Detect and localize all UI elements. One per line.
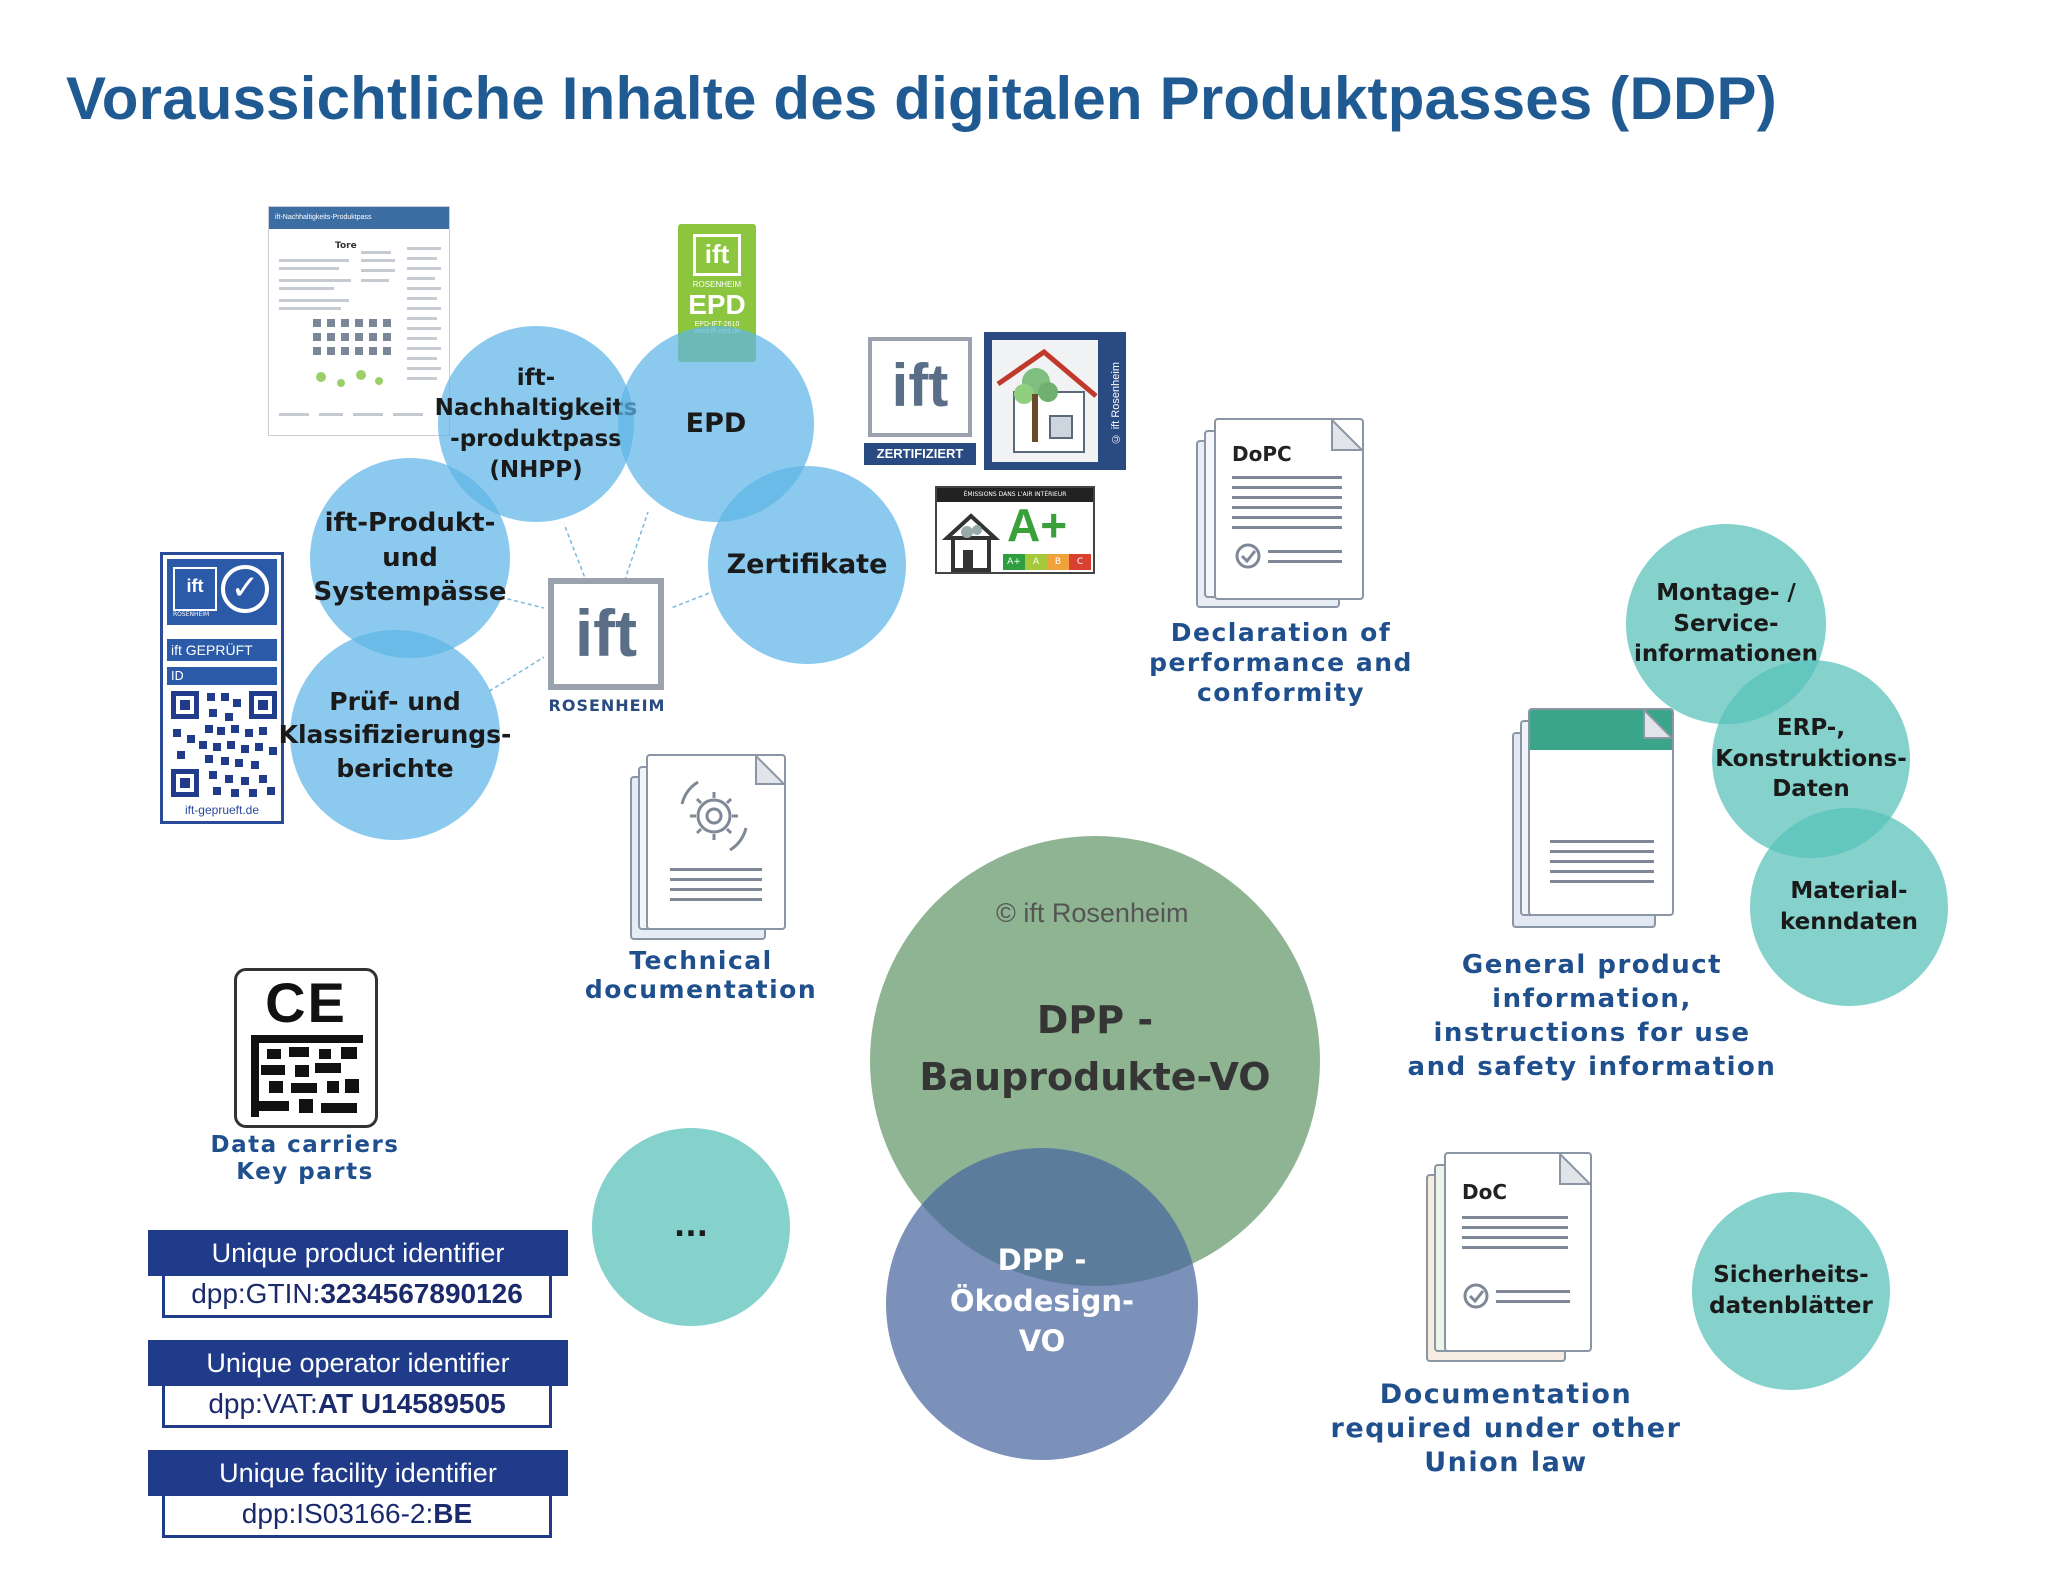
- page-title: Voraussichtliche Inhalte des digitalen P…: [66, 65, 1777, 132]
- technical-documentation-page: [646, 754, 786, 930]
- connector-zertifikate: [665, 591, 713, 611]
- doc-label: DoC: [1462, 1180, 1508, 1204]
- ce-mark: CE: [265, 971, 347, 1034]
- product-identifier-header: Unique product identifier: [148, 1230, 568, 1276]
- technical-documentation-icon: [630, 752, 786, 940]
- dopc-label: DoPC: [1232, 442, 1292, 466]
- product-identifier-box: dpp:GTIN:3234567890126 Unique product id…: [148, 1230, 568, 1330]
- general-product-information-icon: [1512, 706, 1674, 930]
- product-identifier-value: dpp:GTIN:3234567890126: [162, 1270, 552, 1318]
- emissions-scale-a-plus: A+: [1003, 554, 1025, 570]
- emissions-house-icon: [941, 513, 1001, 572]
- ift-geprueft-badge: ift ROSENHEIM ✓ ift GEPRÜFT ID ift-gepru…: [160, 552, 284, 824]
- circle-dpp-bauprodukte-label: DPP - Bauprodukte-VO: [919, 998, 1271, 1099]
- circle-dpp-oekodesign-label: DPP - Ökodesign- VO: [949, 1243, 1135, 1359]
- doc-document-icon: DoC: [1426, 1150, 1594, 1364]
- epd-badge-label: EPD: [688, 289, 746, 320]
- emissions-scale-a: A: [1025, 554, 1047, 570]
- gear-icon: [680, 780, 748, 852]
- circle-material: Material- kenndaten: [1750, 808, 1948, 1006]
- emissions-label: ÉMISSIONS DANS L'AIR INTÉRIEUR A+ A+ A B…: [935, 486, 1095, 574]
- geprueft-ift-text: ift: [173, 567, 217, 611]
- circle-berichte-label: Prüf- und Klassifizierungs- berichte: [278, 687, 512, 783]
- data-carriers-caption: Data carriers Key parts: [210, 1132, 400, 1185]
- ift-center-logo-subtitle: ROSENHEIM: [548, 696, 666, 715]
- dopc-page: DoPC: [1214, 418, 1364, 600]
- emissions-scale-c: C: [1069, 554, 1091, 570]
- circle-nhpp-label: ift- Nachhaltigkeits -produktpass (NHPP): [434, 364, 638, 483]
- zertifiziert-label: ZERTIFIZIERT: [864, 443, 976, 465]
- nhpp-document-heading: Tore: [335, 241, 357, 251]
- circle-erp-label: ERP-, Konstruktions- Daten: [1715, 715, 1907, 803]
- doc-page: DoC: [1444, 1152, 1592, 1352]
- circle-sicherheit: Sicherheits- datenblätter: [1692, 1192, 1890, 1390]
- checkmark-icon: ✓: [221, 565, 269, 613]
- qr-code-icon: [169, 689, 279, 799]
- circle-epd-label: EPD: [685, 408, 747, 440]
- house-seal-logo: © ift Rosenheim: [984, 332, 1126, 470]
- circle-dpp-oekodesign: DPP - Ökodesign- VO: [886, 1148, 1198, 1460]
- ce-data-carrier-icon: CE: [234, 968, 378, 1128]
- emissions-grade: A+: [1007, 499, 1068, 551]
- circle-systempaesse-label: ift-Produkt- und Systempässe: [313, 508, 507, 608]
- operator-identifier-value: dpp:VAT:AT U14589505: [162, 1380, 552, 1428]
- circle-systempaesse: ift-Produkt- und Systempässe: [310, 458, 510, 658]
- epd-badge-org: ROSENHEIM: [692, 280, 742, 289]
- product-identifier-number: 3234567890126: [320, 1278, 523, 1309]
- zertifiziert-ift-text: ift: [868, 337, 972, 437]
- product-identifier-prefix: dpp:GTIN:: [191, 1278, 321, 1309]
- doc-caption: Documentation required under other Union…: [1330, 1379, 1682, 1478]
- technical-documentation-caption: Technical documentation: [584, 946, 818, 1004]
- emissions-scale: A+ A B C: [1003, 554, 1091, 570]
- house-seal-illustration: [992, 340, 1098, 462]
- nhpp-document-thumbnail: ift-Nachhaltigkeits-Produktpass Tore: [268, 206, 450, 436]
- facility-identifier-value: dpp:IS03166-2:BE: [162, 1490, 552, 1538]
- emissions-title: ÉMISSIONS DANS L'AIR INTÉRIEUR: [937, 488, 1093, 502]
- datamatrix-icon: [251, 1035, 363, 1117]
- epd-badge-ift-text: ift: [693, 234, 741, 276]
- operator-identifier-number: AT U14589505: [317, 1388, 506, 1419]
- operator-identifier-prefix: dpp:VAT:: [208, 1388, 318, 1419]
- facility-identifier-box: dpp:IS03166-2:BE Unique facility identif…: [148, 1450, 568, 1550]
- operator-identifier-header: Unique operator identifier: [148, 1340, 568, 1386]
- circle-material-label: Material- kenndaten: [1780, 878, 1918, 935]
- facility-identifier-header: Unique facility identifier: [148, 1450, 568, 1496]
- circle-zertifikate: Zertifikate: [708, 466, 906, 664]
- circle-montage-label: Montage- / Service- informationen: [1634, 580, 1818, 668]
- copyright-text: © ift Rosenheim: [996, 898, 1189, 928]
- geprueft-id: ID: [167, 667, 277, 685]
- facility-identifier-prefix: dpp:IS03166-2:: [241, 1498, 434, 1529]
- general-product-information-caption: General product information, instruction…: [1407, 950, 1777, 1082]
- dopc-document-icon: DoPC: [1196, 416, 1364, 612]
- operator-identifier-box: dpp:VAT:AT U14589505 Unique operator ide…: [148, 1340, 568, 1440]
- circle-berichte: Prüf- und Klassifizierungs- berichte: [279, 630, 511, 840]
- geprueft-org: ROSENHEIM: [173, 611, 210, 618]
- circle-sicherheit-label: Sicherheits- datenblätter: [1709, 1262, 1873, 1319]
- circle-ellipsis-label: ...: [673, 1209, 709, 1245]
- epd-badge-code: EPD-IFT-2610: [694, 321, 740, 328]
- nhpp-document-header: ift-Nachhaltigkeits-Produktpass: [269, 207, 449, 229]
- emissions-scale-b: B: [1047, 554, 1069, 570]
- ift-rosenheim-logo: ift ROSENHEIM: [544, 578, 670, 720]
- dopc-caption: Declaration of performance and conformit…: [1149, 618, 1413, 707]
- circle-zertifikate-label: Zertifikate: [726, 549, 888, 581]
- ift-zertifiziert-logo: ift ZERTIFIZIERT: [864, 333, 976, 467]
- general-product-information-page: [1528, 708, 1674, 916]
- geprueft-label: ift GEPRÜFT: [167, 639, 277, 661]
- circle-ellipsis: ...: [592, 1128, 790, 1326]
- facility-identifier-number: BE: [433, 1498, 473, 1529]
- ift-center-logo-text: ift: [548, 578, 664, 690]
- geprueft-url: ift-geprueft.de: [184, 803, 260, 817]
- house-seal-label: © ift Rosenheim: [1110, 362, 1122, 445]
- nhpp-document-body: [279, 247, 441, 416]
